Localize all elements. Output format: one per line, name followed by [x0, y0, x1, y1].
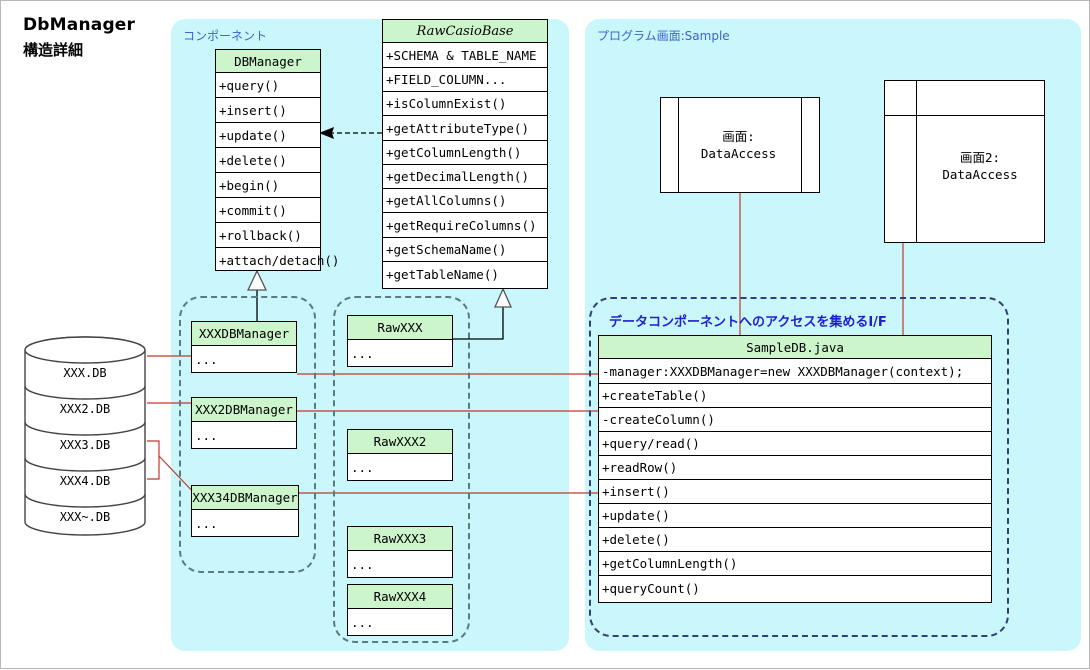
class-body: ...: [351, 460, 374, 475]
class-member: +rollback(): [216, 223, 320, 248]
screen-label-line2: DataAccess: [942, 167, 1018, 182]
class-member: +begin(): [216, 173, 320, 198]
class-member: +update(): [599, 504, 991, 528]
window-divider: [916, 81, 917, 242]
class-db-manager[interactable]: DBManager +query() +insert() +update() +…: [215, 49, 340, 271]
database-cylinder: XXX.DB XXX2.DB XXX3.DB XXX4.DB XXX~.DB: [23, 336, 147, 536]
class-member: +isColumnExist(): [383, 92, 547, 116]
class-sample-db[interactable]: SampleDB.java -manager:XXXDBManager=new …: [598, 335, 992, 603]
class-db-manager-name: DBManager: [216, 50, 320, 73]
window-divider: [678, 98, 679, 192]
class-member: +getColumnLength(): [383, 141, 547, 165]
panel-program-label: プログラム画面:Sample: [597, 29, 730, 43]
screen-label-line1: 画面2:: [959, 150, 1001, 165]
group-interface: [589, 297, 1009, 637]
screen-data-access[interactable]: 画面: DataAccess: [660, 97, 820, 193]
class-name: RawXXX: [348, 316, 452, 340]
interface-group-label: データコンポーネントへのアクセスを集めるI/F: [609, 315, 887, 330]
class-member: +insert(): [216, 98, 320, 123]
class-name: XXX2DBManager: [192, 398, 296, 422]
class-body: ...: [351, 615, 374, 630]
class-sample-db-name: SampleDB.java: [599, 336, 991, 359]
class-member: +getTableName(): [386, 266, 499, 282]
class-raw-casio-base-name: RawCasioBase: [383, 20, 547, 43]
class-member: +update(): [216, 123, 320, 148]
class-member: +commit(): [216, 198, 320, 223]
class-member: +getAttributeType(): [383, 116, 547, 141]
class-name: XXX34DBManager: [192, 486, 298, 510]
class-member: +getSchemaName(): [383, 238, 547, 262]
page-title: DbManager: [23, 15, 136, 35]
class-member: +insert(): [599, 480, 991, 504]
screen-label: 画面: DataAccess: [678, 128, 799, 162]
class-member: +readRow(): [599, 456, 991, 480]
class-member: +queryCount(): [602, 580, 700, 596]
class-raw-xxx4[interactable]: RawXXX4 ...: [347, 584, 453, 636]
screen-label-line2: DataAccess: [700, 146, 777, 161]
class-raw-xxx3[interactable]: RawXXX3 ...: [347, 526, 453, 578]
db-segment-label: XXX3.DB: [59, 438, 111, 452]
class-member: +attach/detach(): [219, 252, 340, 268]
class-member: +query/read(): [599, 432, 991, 456]
class-raw-casio-base[interactable]: RawCasioBase +SCHEMA & TABLE_NAME +FIELD…: [382, 19, 548, 289]
class-name: RawXXX3: [348, 527, 452, 551]
db-segment-label: XXX4.DB: [59, 474, 111, 488]
class-member: +delete(): [216, 148, 320, 173]
class-member: +createTable(): [599, 384, 991, 408]
screen-label-line1: 画面:: [722, 129, 755, 144]
class-member: +FIELD_COLUMN...: [383, 68, 547, 92]
class-body: ...: [351, 557, 374, 572]
class-member: +getRequireColumns(): [383, 213, 547, 238]
class-name: XXXDBManager: [192, 322, 296, 346]
class-member: -createColumn(): [599, 408, 991, 432]
class-member: +query(): [216, 73, 320, 98]
class-member: +delete(): [599, 528, 991, 552]
window-divider: [801, 98, 802, 192]
class-member: +getDecimalLength(): [383, 165, 547, 189]
group-raw-classes: [333, 296, 470, 643]
class-xxx-db-manager[interactable]: XXXDBManager ...: [191, 321, 297, 373]
class-body: ...: [195, 428, 218, 443]
panel-component-label: コンポーネント: [183, 29, 268, 43]
db-segment-label: XXX.DB: [63, 366, 107, 380]
class-raw-xxx[interactable]: RawXXX ...: [347, 315, 453, 367]
class-xxx2-db-manager[interactable]: XXX2DBManager ...: [191, 397, 297, 449]
screen-label: 画面2: DataAccess: [916, 149, 1044, 183]
group-db-managers: [179, 296, 316, 573]
class-name: RawXXX4: [348, 585, 452, 609]
db-segment-label: XXX2.DB: [59, 402, 111, 416]
page-subtitle: 構造詳細: [23, 41, 84, 59]
window-header-divider: [885, 115, 1044, 116]
class-body: ...: [351, 346, 374, 361]
class-member: -manager:XXXDBManager=new XXXDBManager(c…: [599, 359, 991, 384]
class-body: ...: [195, 516, 218, 531]
class-member: +getColumnLength(): [599, 552, 991, 576]
class-xxx34-db-manager[interactable]: XXX34DBManager ...: [191, 485, 299, 537]
db-segment-label: XXX~.DB: [59, 510, 111, 524]
class-member: +getAllColumns(): [383, 189, 547, 213]
class-raw-xxx2[interactable]: RawXXX2 ...: [347, 429, 453, 481]
screen-data-access-2[interactable]: 画面2: DataAccess: [884, 80, 1045, 243]
class-body: ...: [195, 352, 218, 367]
class-member: +SCHEMA & TABLE_NAME: [383, 43, 547, 68]
class-name: RawXXX2: [348, 430, 452, 454]
